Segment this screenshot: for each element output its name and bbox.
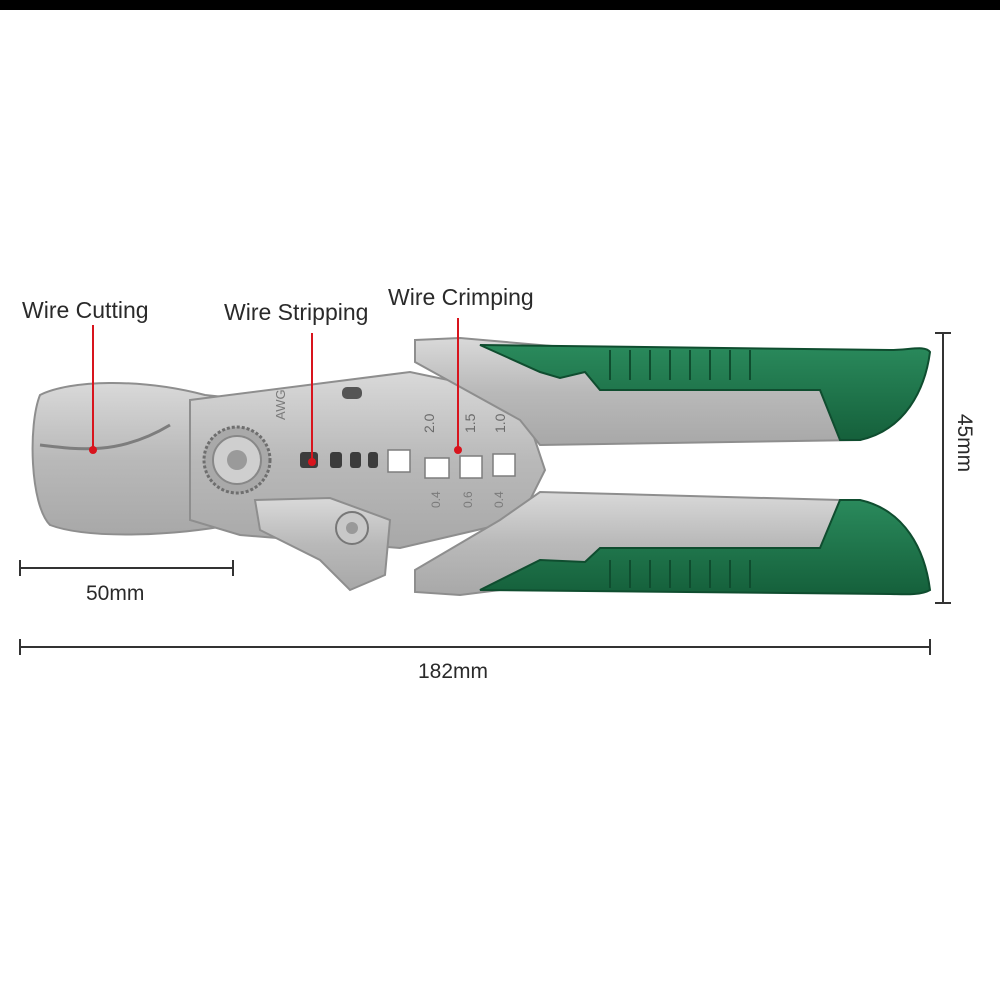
dimension-line-182mm <box>19 639 931 655</box>
top-slot <box>342 387 362 399</box>
cutting-edge <box>39 423 171 451</box>
lower-lever <box>253 496 392 592</box>
callout-wire-crimping <box>454 318 462 454</box>
engraving-lower-2: 0.6 <box>461 491 475 508</box>
pivot-bolt-center <box>227 450 247 470</box>
engraving-size-3: 1.0 <box>492 413 508 433</box>
label-wire-stripping: Wire Stripping <box>224 299 369 325</box>
top-black-bar <box>0 0 1000 10</box>
lower-handle-grip <box>479 499 932 596</box>
dimension-line-50mm <box>19 560 234 576</box>
engraving-lower-1: 0.4 <box>429 491 443 508</box>
engraving-size-1: 2.0 <box>421 413 437 433</box>
callout-wire-cutting <box>89 325 97 454</box>
dimension-182mm: 182mm <box>418 660 489 683</box>
upper-handle-grip <box>479 344 932 441</box>
label-wire-cutting: Wire Cutting <box>22 297 149 323</box>
label-wire-crimping: Wire Crimping <box>388 284 534 310</box>
engraving-awg: AWG <box>273 389 288 420</box>
dimension-50mm: 50mm <box>86 582 145 605</box>
lower-grip-ribs <box>609 560 751 588</box>
engraving-lower-3: 0.4 <box>492 491 506 508</box>
engraving-size-2: 1.5 <box>462 413 478 433</box>
lower-rivet-center <box>346 522 358 534</box>
dimension-45mm: 45mm <box>953 413 976 473</box>
upper-grip-ribs <box>609 350 751 380</box>
dimension-line-45mm <box>935 332 951 604</box>
stripping-holes <box>300 452 378 468</box>
callout-wire-stripping <box>308 333 316 466</box>
crimping-teeth <box>387 449 516 479</box>
